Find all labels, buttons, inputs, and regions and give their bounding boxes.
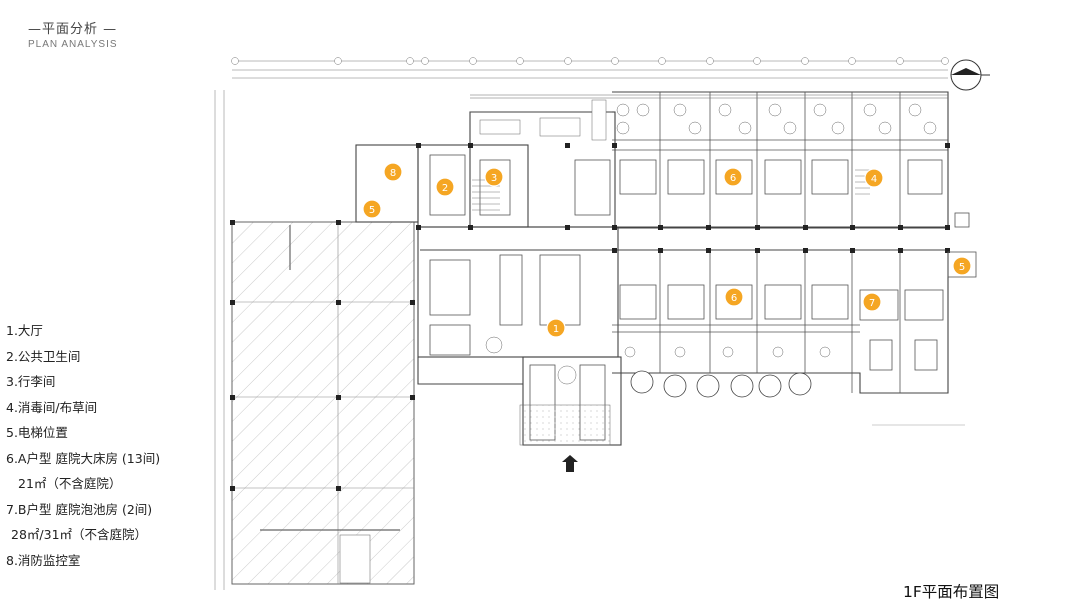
upper-furniture <box>479 99 937 141</box>
legend-item: 7.B户型 庭院泡池房 (2间) <box>6 501 153 517</box>
marker-6-upper: 6 <box>723 167 743 187</box>
page-header: —平面分析 — PLAN ANALYSIS <box>28 18 118 50</box>
marker-5-left: 5 <box>362 199 382 219</box>
marker-3: 3 <box>484 167 504 187</box>
marker-4: 4 <box>864 168 884 188</box>
svg-text:1: 1 <box>553 324 559 335</box>
dimension-lines <box>214 60 948 590</box>
legend-item: 3.行李间 <box>6 374 56 389</box>
entrance-arrow-icon <box>562 455 578 472</box>
legend-item: 8.消防监控室 <box>6 552 81 568</box>
axis-bubbles <box>231 57 949 65</box>
svg-text:2: 2 <box>442 183 448 194</box>
marker-1: 1 <box>546 318 566 338</box>
marker-6-lower: 6 <box>724 287 744 307</box>
upper-room-partitions <box>429 92 948 227</box>
marker-5-right: 5 <box>952 256 972 276</box>
svg-text:3: 3 <box>491 173 497 184</box>
legend-item: 4.消毒间/布草间 <box>6 399 98 415</box>
plan-title: 1F平面布置图 <box>903 583 1000 601</box>
side-annex <box>947 212 977 278</box>
building-walls <box>355 91 950 446</box>
svg-text:8: 8 <box>390 168 396 179</box>
hatched-zone <box>230 220 415 585</box>
north-arrow-icon <box>950 59 990 91</box>
marker-8: 8 <box>383 162 403 182</box>
staircase <box>472 169 870 211</box>
lower-furniture <box>485 336 831 446</box>
svg-text:7: 7 <box>869 298 875 309</box>
svg-text:5: 5 <box>369 205 375 216</box>
header-title-cn: —平面分析 — <box>28 22 118 37</box>
structural-columns <box>416 143 950 253</box>
tree-row <box>630 370 812 398</box>
legend-item: 5.电梯位置 <box>6 425 68 440</box>
legend-item: 2.公共卫生间 <box>6 348 81 364</box>
legend-item: 1.大厅 <box>6 323 43 338</box>
legend-item: 6.A户型 庭院大床房 (13间) <box>6 450 161 466</box>
legend-item: 28㎡/31㎡（不含庭院） <box>11 527 148 542</box>
legend-item: 21㎡（不含庭院） <box>18 476 122 491</box>
svg-text:4: 4 <box>871 174 877 185</box>
legend-list: 1.大厅 2.公共卫生间 3.行李间 4.消毒间/布草间 5.电梯位置 6.A户型 庭院大… <box>6 318 160 573</box>
svg-text:6: 6 <box>730 173 736 184</box>
upper-windows <box>470 94 948 113</box>
marker-7: 7 <box>862 292 882 312</box>
svg-text:6: 6 <box>731 293 737 304</box>
marker-2: 2 <box>435 177 455 197</box>
lower-room-partitions <box>429 250 944 441</box>
header-title-en: PLAN ANALYSIS <box>28 39 118 50</box>
svg-text:5: 5 <box>959 262 965 273</box>
